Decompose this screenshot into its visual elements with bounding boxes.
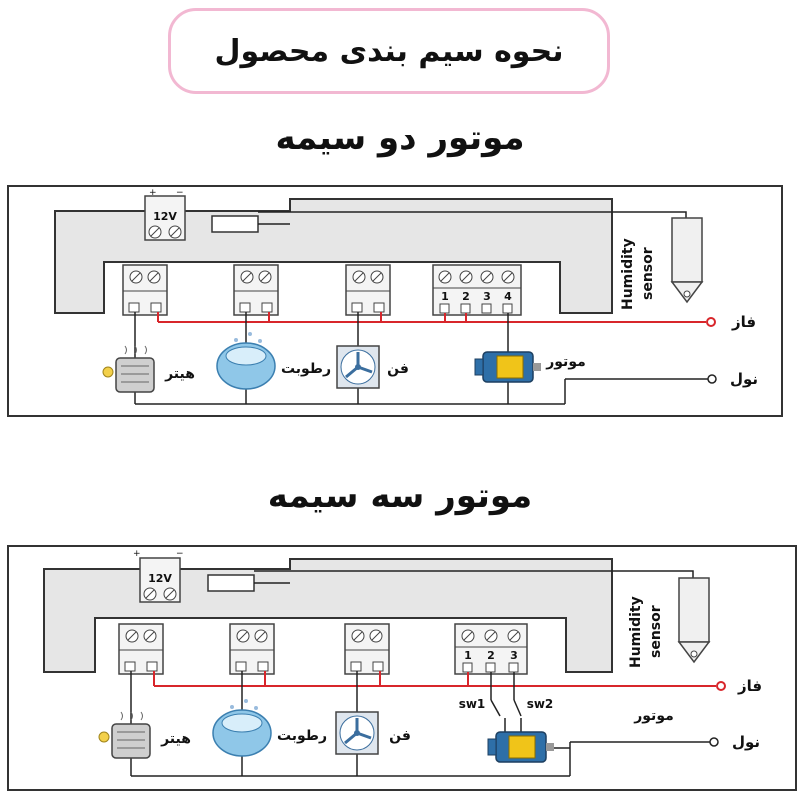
diagram1-humidifier-terminal bbox=[233, 264, 279, 316]
diagram2-terminal-number-2: 2 bbox=[487, 649, 495, 662]
diagram2-terminal-number-1: 1 bbox=[464, 649, 472, 662]
diagram2-humidifier-icon bbox=[212, 699, 272, 757]
diagram1: + − 12V Humidity sensor 1 2 3 4 bbox=[7, 185, 783, 417]
diagram2: + − 12V Humidity sensor 1 2 3 bbox=[7, 545, 797, 791]
svg-text:+: + bbox=[133, 549, 141, 559]
diagram2-sensor-label-line1: Humidity bbox=[628, 596, 644, 668]
diagram2-heater-icon bbox=[98, 711, 151, 759]
svg-text:−: − bbox=[176, 188, 184, 198]
diagram2-phase-label: فاز bbox=[737, 677, 762, 695]
diagram1-heater-icon bbox=[102, 345, 155, 393]
diagram2-motor-label: موتور bbox=[633, 708, 674, 724]
diagram1-heater-label: هیتر bbox=[164, 366, 195, 382]
diagram1-terminal-number-2: 2 bbox=[462, 290, 470, 303]
diagram2-humidifier-terminal bbox=[229, 623, 275, 675]
diagram2-phase-wire bbox=[153, 671, 726, 691]
diagram2-psu-terminal: + − 12V bbox=[133, 549, 184, 603]
diagram2-humidifier-label: رطوبت bbox=[277, 728, 327, 744]
diagram2-motor-terminal: 1 2 3 bbox=[454, 623, 528, 675]
diagram1-terminal-number-4: 4 bbox=[504, 290, 512, 303]
diagram1-terminal-number-1: 1 bbox=[441, 290, 449, 303]
diagram2-psu-label: 12V bbox=[148, 572, 172, 585]
diagram1-terminal-number-3: 3 bbox=[483, 290, 491, 303]
diagram2-heading: موتور سه سیمه bbox=[267, 476, 533, 516]
diagram1-heater-terminal bbox=[122, 264, 168, 316]
diagram2-sensor-label-line2: sensor bbox=[648, 605, 664, 658]
diagram2-motor-switches bbox=[490, 672, 522, 732]
diagram1-humidifier-label: رطوبت bbox=[281, 361, 331, 377]
diagram2-neutral-label: نول bbox=[732, 733, 760, 751]
diagram2-motor-icon bbox=[487, 731, 554, 763]
diagram1-heading: موتور دو سیمه bbox=[275, 118, 525, 158]
diagram1-motor-label: موتور bbox=[545, 354, 586, 370]
diagram1-motor-icon bbox=[474, 351, 541, 383]
diagram2-display bbox=[207, 574, 255, 592]
diagram2-fan-terminal bbox=[344, 623, 390, 675]
diagram2-humidity-sensor bbox=[677, 577, 711, 664]
diagram1-motor-terminal: 1 2 3 4 bbox=[432, 264, 522, 316]
diagram1-fan-icon bbox=[336, 345, 380, 389]
svg-text:+: + bbox=[149, 188, 157, 198]
diagram1-humidifier-icon bbox=[216, 332, 276, 390]
diagram1-phase-wire bbox=[157, 312, 716, 327]
diagram1-display bbox=[211, 215, 259, 233]
diagram1-fan-label: فن bbox=[387, 361, 409, 377]
diagram1-humidity-sensor bbox=[670, 217, 704, 304]
diagram1-psu-label: 12V bbox=[153, 210, 177, 223]
diagram1-sensor-label-line2: sensor bbox=[640, 247, 656, 300]
diagram1-psu-terminal: + − 12V bbox=[144, 188, 186, 241]
diagram2-terminal-number-3: 3 bbox=[510, 649, 518, 662]
diagram2-switch1-label: sw1 bbox=[459, 697, 486, 711]
diagram2-fan-label: فن bbox=[389, 728, 411, 744]
diagram2-switch2-label: sw2 bbox=[527, 697, 554, 711]
diagram1-neutral-label: نول bbox=[730, 370, 758, 388]
diagram2-neutral-wire bbox=[130, 671, 719, 777]
diagram1-sensor-label-line1: Humidity bbox=[620, 238, 636, 310]
diagram1-fan-terminal bbox=[345, 264, 391, 316]
diagram2-heater-label: هیتر bbox=[160, 731, 191, 747]
svg-text:−: − bbox=[176, 549, 184, 559]
page-title: نحوه سیم بندی محصول bbox=[168, 8, 610, 94]
diagram1-controller-board bbox=[54, 198, 613, 314]
diagram1-phase-label: فاز bbox=[731, 313, 756, 331]
diagram2-heater-terminal bbox=[118, 623, 164, 675]
diagram2-controller-board bbox=[43, 558, 613, 673]
diagram2-fan-icon bbox=[335, 711, 379, 755]
